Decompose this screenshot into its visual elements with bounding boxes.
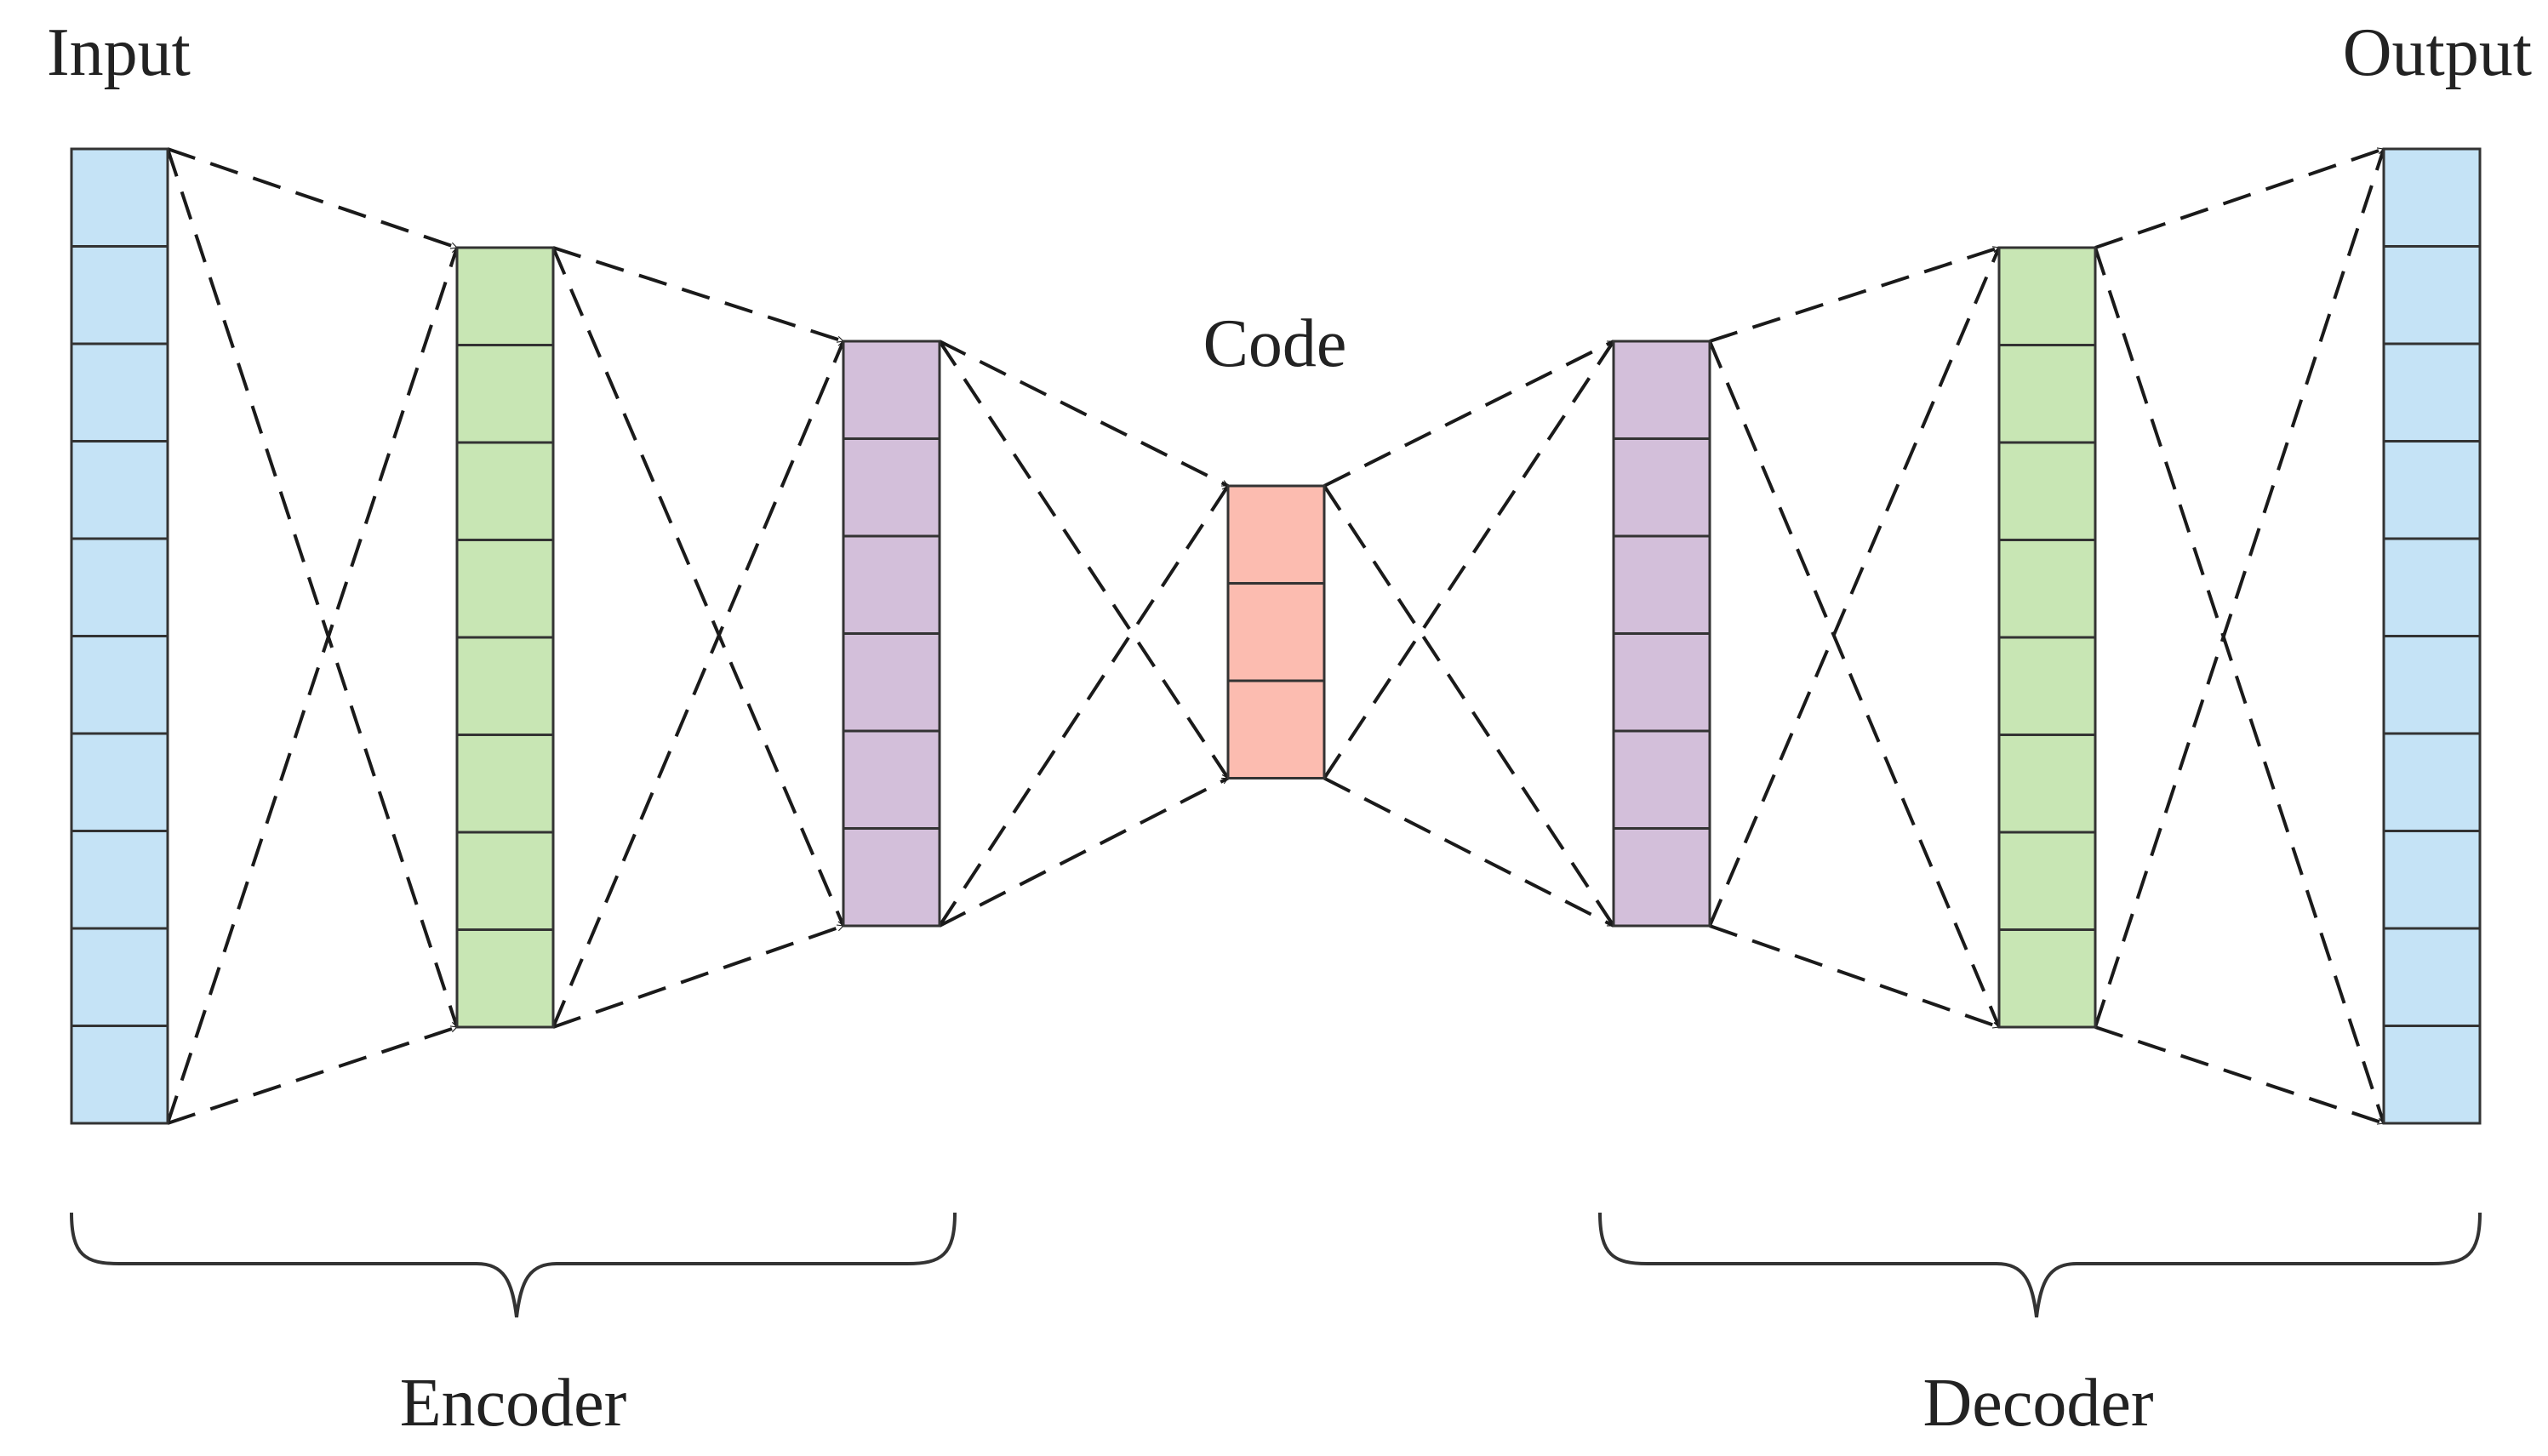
input-label: Input xyxy=(47,15,191,90)
connection-edge xyxy=(939,776,1228,928)
decoder-hidden-1-unit xyxy=(1612,729,1711,830)
encoder-hidden-1-unit xyxy=(455,636,555,736)
connection-edge xyxy=(2094,1025,2384,1125)
connection-edge xyxy=(166,148,459,1027)
encoder-hidden-1-unit xyxy=(455,539,555,639)
encoder-hidden-2-unit xyxy=(842,534,941,635)
decoder-hidden-2-unit xyxy=(1997,928,2097,1029)
decoder-hidden-1-unit xyxy=(1612,632,1711,733)
encoder-hidden-2-unit xyxy=(842,437,941,538)
decoder-hidden-2-unit xyxy=(1997,831,2097,931)
connection-edge xyxy=(1709,246,1999,343)
connection-edge xyxy=(167,147,457,249)
decoder-hidden-1 xyxy=(1612,340,1711,928)
decoder-hidden-1-unit xyxy=(1612,534,1711,635)
output-label: Output xyxy=(2343,15,2532,90)
connection-edge xyxy=(1323,776,1614,928)
input-layer-unit xyxy=(70,732,169,832)
connection-edge xyxy=(552,924,843,1029)
decoder-hidden-1-unit xyxy=(1612,437,1711,538)
connection-edge xyxy=(2094,247,2385,1123)
connection-edge xyxy=(1323,484,1615,928)
input-layer-unit xyxy=(70,1025,169,1125)
connection-edge xyxy=(551,247,845,926)
input-layer-unit xyxy=(70,927,169,1027)
code-layer-unit xyxy=(1226,484,1326,585)
output-layer-unit xyxy=(2382,147,2482,248)
encoder-brace xyxy=(70,1212,957,1318)
input-layer xyxy=(70,147,169,1125)
input-layer-unit xyxy=(70,440,169,540)
connection-edge xyxy=(166,248,459,1124)
connection-edge xyxy=(1708,248,2001,927)
connection-edges xyxy=(166,147,2385,1125)
connection-edge xyxy=(2094,147,2384,249)
encoder-hidden-2-unit xyxy=(842,632,941,733)
code-layer-unit xyxy=(1226,679,1326,779)
output-layer xyxy=(2382,147,2482,1125)
input-layer-unit xyxy=(70,342,169,443)
encoder-hidden-2-unit xyxy=(842,729,941,830)
input-layer-unit xyxy=(70,537,169,637)
connection-edge xyxy=(938,484,1230,928)
connection-edge xyxy=(938,340,1230,779)
output-layer-unit xyxy=(2382,635,2482,735)
decoder-hidden-2-unit xyxy=(1997,246,2097,346)
output-layer-unit xyxy=(2382,830,2482,930)
encoder-hidden-1-unit xyxy=(455,831,555,931)
connection-edge xyxy=(939,340,1228,488)
connection-edge xyxy=(552,246,843,343)
connection-edge xyxy=(551,341,845,1028)
decoder-hidden-2 xyxy=(1997,246,2097,1029)
input-layer-unit xyxy=(70,635,169,735)
connection-edge xyxy=(1708,340,2001,1027)
input-layer-unit xyxy=(70,147,169,248)
encoder-hidden-1-unit xyxy=(455,928,555,1029)
encoder-hidden-1 xyxy=(455,246,555,1029)
decoder-hidden-1-unit xyxy=(1612,340,1711,440)
encoder-hidden-2-unit xyxy=(842,340,941,440)
output-layer-unit xyxy=(2382,927,2482,1027)
connection-edge xyxy=(1323,340,1614,488)
output-layer-unit xyxy=(2382,342,2482,443)
connection-edge xyxy=(1323,340,1615,779)
network-layers xyxy=(70,147,2482,1125)
decoder-brace xyxy=(1598,1212,2482,1318)
output-layer-unit xyxy=(2382,537,2482,637)
decoder-hidden-1-unit xyxy=(1612,827,1711,928)
output-layer-unit xyxy=(2382,245,2482,345)
connection-edge xyxy=(2094,149,2385,1028)
decoder-hidden-2-unit xyxy=(1997,539,2097,639)
encoder-label: Encoder xyxy=(400,1366,627,1441)
decoder-hidden-2-unit xyxy=(1997,344,2097,444)
encoder-hidden-2-unit xyxy=(842,827,941,928)
code-layer xyxy=(1226,484,1326,779)
encoder-hidden-1-unit xyxy=(455,734,555,834)
encoder-hidden-2 xyxy=(842,340,941,928)
decoder-hidden-2-unit xyxy=(1997,734,2097,834)
input-layer-unit xyxy=(70,245,169,345)
input-layer-unit xyxy=(70,830,169,930)
encoder-hidden-1-unit xyxy=(455,246,555,346)
output-layer-unit xyxy=(2382,732,2482,832)
decoder-label: Decoder xyxy=(1923,1366,2154,1441)
output-layer-unit xyxy=(2382,1025,2482,1125)
decoder-hidden-2-unit xyxy=(1997,636,2097,736)
decoder-hidden-2-unit xyxy=(1997,441,2097,541)
output-layer-unit xyxy=(2382,440,2482,540)
connection-edge xyxy=(1709,924,1999,1029)
encoder-hidden-1-unit xyxy=(455,344,555,444)
code-layer-unit xyxy=(1226,582,1326,682)
code-label: Code xyxy=(1203,306,1347,381)
encoder-hidden-1-unit xyxy=(455,441,555,541)
connection-edge xyxy=(167,1025,457,1125)
